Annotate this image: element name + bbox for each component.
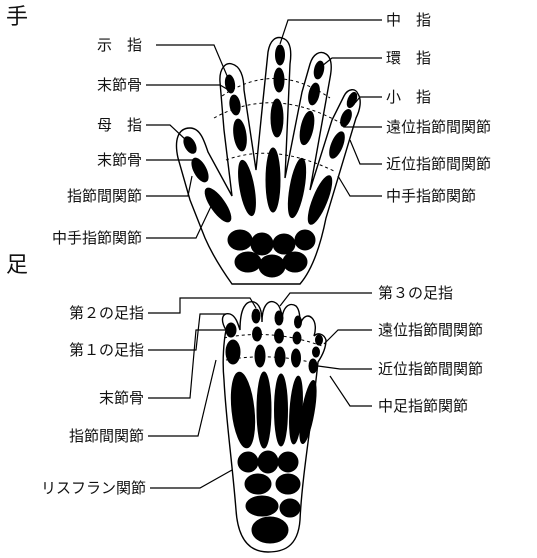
big-toe-distal-phalanx (225, 322, 237, 338)
toe4-middle-phalanx (292, 331, 302, 345)
big-toe-metacarpal (230, 371, 256, 449)
toe3-distal-phalanx (274, 310, 284, 326)
toe5-proximal-phalanx (308, 358, 318, 374)
middle-distal-phalanx (275, 44, 285, 66)
label-mcp-joint-left: 中手指節関節 (51, 229, 142, 247)
middle-proximal-phalanx (270, 98, 284, 138)
label-mcp-joint-right: 中手指節関節 (386, 187, 477, 205)
label-dip-joint-hand: 遠位指節間関節 (386, 118, 492, 136)
section-title-foot: 足 (6, 253, 29, 278)
label-distal-phalanx-hand: 末節骨 (96, 76, 142, 94)
hand-leader-lines (146, 19, 382, 239)
index-proximal-phalanx (233, 118, 247, 152)
toe3-metatarsal (274, 373, 288, 447)
label-little-finger: 小 指 (386, 88, 432, 106)
section-title-hand: 手 (6, 5, 29, 30)
label-ring-finger: 環 指 (386, 49, 432, 67)
label-distal-phalanx-thumb: 末節骨 (96, 151, 142, 169)
label-dip-joint-foot: 遠位指節間関節 (378, 321, 484, 339)
label-lisfranc-joint: リスフラン関節 (40, 479, 146, 497)
index-distal-phalanx (224, 74, 236, 94)
label-second-toe: 第２の足指 (68, 304, 144, 322)
middle-metacarpal (265, 147, 281, 213)
label-interphalangeal-joint-hand: 指節間関節 (66, 187, 142, 205)
little-metacarpal (307, 175, 333, 225)
toe5-middle-phalanx (312, 346, 320, 358)
hand-bones (183, 44, 358, 278)
ring-proximal-phalanx (299, 110, 315, 146)
little-middle-phalanx (340, 108, 352, 128)
tarsal-bones (237, 450, 301, 544)
label-first-toe: 第１の足指 (68, 341, 144, 359)
foot-leader-lines (148, 292, 372, 489)
index-metacarpal (238, 159, 256, 217)
thumb-proximal-phalanx (191, 157, 209, 183)
label-pip-joint-foot: 近位指節間関節 (378, 360, 484, 378)
little-proximal-phalanx (329, 131, 345, 159)
ring-distal-phalanx (313, 60, 325, 80)
carpal-bones (227, 229, 316, 278)
hand-joint-lines (213, 78, 347, 173)
thumb-distal-phalanx (183, 136, 197, 154)
label-interphalangeal-joint-foot: 指節間関節 (68, 427, 144, 445)
label-mtp-joint: 中足指節関節 (378, 397, 469, 415)
toe2-metatarsal (256, 371, 272, 449)
toe5-metatarsal (299, 379, 317, 445)
toe4-distal-phalanx (294, 315, 302, 329)
big-toe-proximal-phalanx (225, 339, 241, 365)
ring-metacarpal (287, 157, 307, 219)
label-thumb: 母 指 (96, 116, 142, 134)
toe2-proximal-phalanx (254, 344, 266, 368)
label-index-finger: 示 指 (96, 36, 142, 54)
label-pip-joint-hand: 近位指節間関節 (386, 155, 492, 173)
label-middle-finger: 中 指 (386, 11, 432, 29)
middle-middle-phalanx (273, 67, 285, 93)
label-third-toe: 第３の足指 (378, 284, 454, 302)
ring-middle-phalanx (308, 82, 320, 106)
toe4-proximal-phalanx (291, 348, 301, 368)
thumb-metacarpal (204, 187, 232, 223)
toe2-distal-phalanx (251, 308, 261, 324)
foot-joint-lines (223, 333, 323, 365)
label-distal-phalanx-foot: 末節骨 (98, 389, 144, 407)
toe5-distal-phalanx (315, 334, 323, 346)
